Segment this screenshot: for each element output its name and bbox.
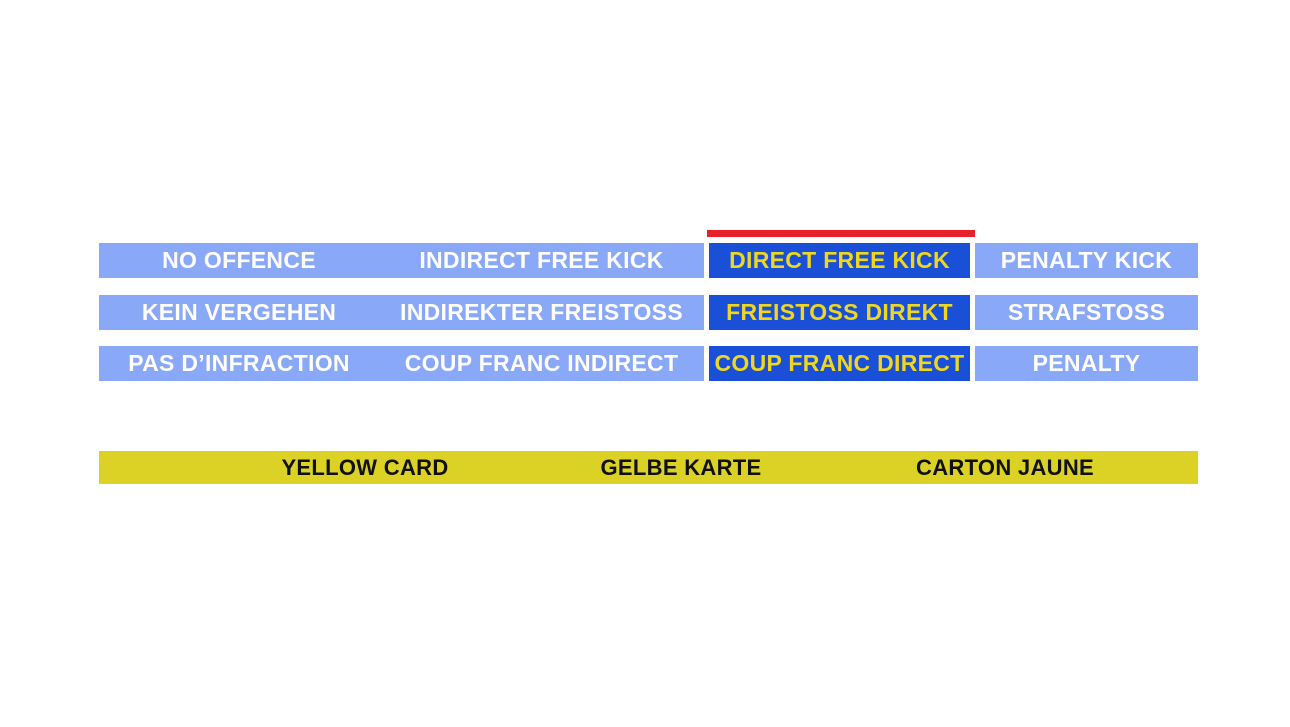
option-kein-vergehen[interactable]: KEIN VERGEHEN — [99, 295, 379, 330]
option-coup-franc-indirect[interactable]: COUP FRANC INDIRECT — [379, 346, 704, 381]
decision-row-2: KEIN VERGEHEN INDIREKTER FREISTOSS FREIS… — [99, 295, 1198, 330]
selected-column-indicator-bar — [707, 230, 975, 237]
decision-board: NO OFFENCE INDIRECT FREE KICK DIRECT FRE… — [99, 230, 1198, 484]
option-indirekter-freistoss[interactable]: INDIREKTER FREISTOSS — [379, 295, 704, 330]
card-banner: YELLOW CARD GELBE KARTE CARTON JAUNE — [99, 451, 1198, 484]
option-penalty-kick[interactable]: PENALTY KICK — [975, 243, 1198, 278]
option-freistoss-direkt[interactable]: FREISTOSS DIREKT — [704, 295, 975, 330]
option-strafstoss[interactable]: STRAFSTOSS — [975, 295, 1198, 330]
option-direct-free-kick[interactable]: DIRECT FREE KICK — [704, 243, 975, 278]
option-no-offence[interactable]: NO OFFENCE — [99, 243, 379, 278]
option-indirect-free-kick[interactable]: INDIRECT FREE KICK — [379, 243, 704, 278]
decision-row-3: PAS D’INFRACTION COUP FRANC INDIRECT COU… — [99, 346, 1198, 381]
option-pas-d-infraction[interactable]: PAS D’INFRACTION — [99, 346, 379, 381]
option-penalty[interactable]: PENALTY — [975, 346, 1198, 381]
card-banner-label-gelbe-karte: GELBE KARTE — [600, 455, 762, 480]
decision-row-1: NO OFFENCE INDIRECT FREE KICK DIRECT FRE… — [99, 243, 1198, 278]
card-banner-label-carton-jaune: CARTON JAUNE — [916, 455, 1094, 480]
option-coup-franc-direct[interactable]: COUP FRANC DIRECT — [704, 346, 975, 381]
card-banner-label-yellow-card: YELLOW CARD — [281, 455, 449, 480]
